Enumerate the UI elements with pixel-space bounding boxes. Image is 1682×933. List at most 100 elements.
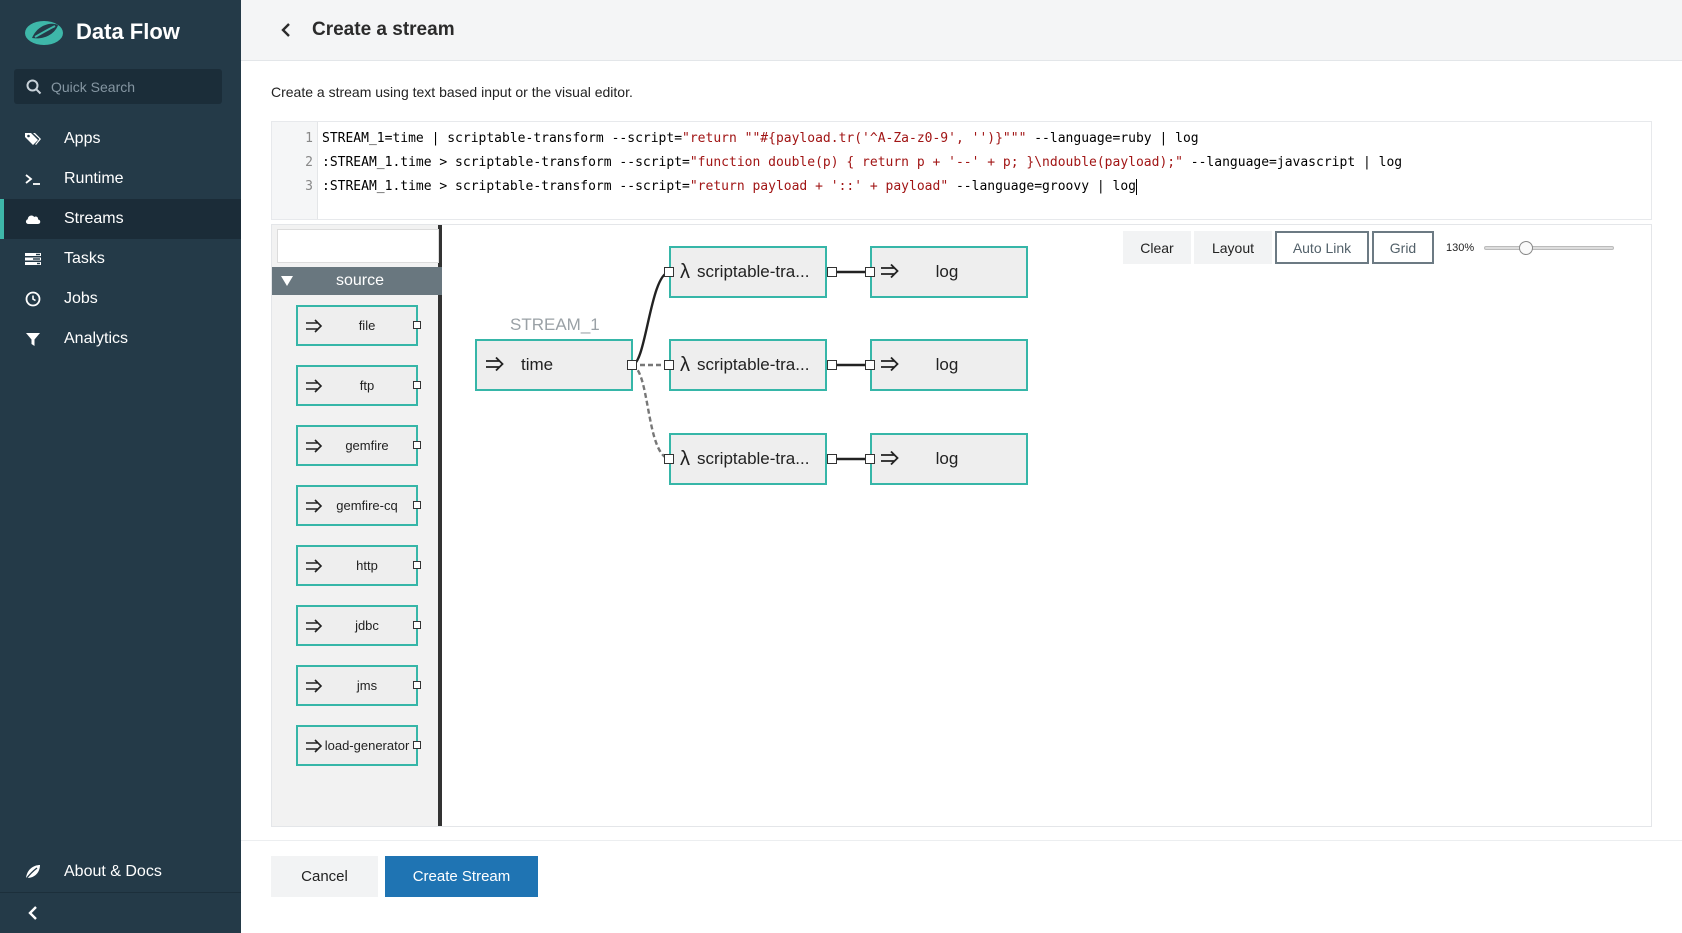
source-arrow-icon: [306, 319, 323, 333]
layout-button[interactable]: Layout: [1194, 231, 1272, 264]
output-port: [413, 681, 421, 689]
code-line: STREAM_1=time | scriptable-transform --s…: [322, 127, 1647, 151]
link-source-processor-1: [631, 270, 670, 367]
sidebar-item-jobs[interactable]: Jobs: [0, 279, 241, 319]
code-line: :STREAM_1.time > scriptable-transform --…: [322, 175, 1647, 199]
line-number: 3: [305, 179, 313, 194]
cancel-button[interactable]: Cancel: [271, 856, 378, 897]
source-arrow-icon: [306, 619, 323, 633]
output-port[interactable]: [827, 360, 837, 370]
grid-toggle[interactable]: Grid: [1372, 231, 1434, 264]
code-area[interactable]: STREAM_1=time | scriptable-transform --s…: [322, 127, 1647, 199]
lambda-icon: λ: [680, 261, 690, 283]
source-arrow-icon: [306, 559, 323, 573]
sidebar-item-analytics[interactable]: Analytics: [0, 319, 241, 359]
source-arrow-icon: [306, 379, 323, 393]
sidebar-item-label: Streams: [64, 210, 124, 227]
zoom-slider-thumb[interactable]: [1519, 240, 1533, 255]
processor-node[interactable]: λ scriptable-tra...: [669, 246, 827, 298]
node-label: log: [935, 449, 959, 468]
sidebar-item-about-docs[interactable]: About & Docs: [0, 852, 241, 892]
source-node-time[interactable]: time: [475, 339, 633, 391]
code-token: --language=javascript | log: [1182, 155, 1403, 170]
dsl-editor[interactable]: 1 2 3 STREAM_1=time | scriptable-transfo…: [271, 121, 1652, 220]
palette-item[interactable]: ftp: [296, 365, 421, 406]
palette-item[interactable]: jdbc: [296, 605, 421, 646]
palette-item[interactable]: gemfire-cq: [296, 485, 421, 526]
line-number-gutter: 1 2 3: [272, 122, 318, 219]
clear-button[interactable]: Clear: [1123, 231, 1191, 264]
sidebar-item-runtime[interactable]: Runtime: [0, 159, 241, 199]
cloud-icon: [25, 215, 41, 224]
source-arrow-icon: [306, 739, 323, 753]
line-number: 1: [305, 131, 313, 146]
processor-node[interactable]: λ scriptable-tra...: [669, 339, 827, 391]
zoom-slider[interactable]: [1484, 240, 1614, 255]
text-cursor: [1135, 178, 1137, 195]
output-port: [413, 501, 421, 509]
sidebar: Data Flow Apps: [0, 0, 241, 933]
output-port: [413, 561, 421, 569]
input-port[interactable]: [664, 454, 674, 464]
input-port[interactable]: [865, 267, 875, 277]
palette-group-header[interactable]: source: [272, 267, 442, 295]
output-port[interactable]: [827, 267, 837, 277]
collapse-sidebar-button[interactable]: [0, 892, 241, 933]
sidebar-item-label: Analytics: [64, 330, 129, 347]
sink-arrow-icon: [881, 356, 899, 372]
stream-name-label: STREAM_1: [510, 315, 600, 334]
visual-editor: source file ftp gemfire: [271, 224, 1652, 827]
clock-icon: [25, 291, 41, 307]
palette-item[interactable]: jms: [296, 665, 421, 706]
sink-node-log[interactable]: log: [870, 246, 1028, 298]
palette-item-label: http: [356, 558, 378, 573]
sidebar-item-label: Runtime: [64, 170, 124, 187]
output-port[interactable]: [627, 360, 637, 370]
processor-node[interactable]: λ scriptable-tra...: [669, 433, 827, 485]
auto-link-toggle[interactable]: Auto Link: [1275, 231, 1369, 264]
sidebar-item-apps[interactable]: Apps: [0, 119, 241, 159]
palette-item-label: gemfire: [345, 438, 389, 453]
app-title: Data Flow: [76, 19, 180, 44]
palette-item[interactable]: http: [296, 545, 421, 586]
app-palette: source file ftp gemfire: [272, 225, 442, 826]
output-port: [413, 741, 421, 749]
back-button[interactable]: [272, 16, 300, 44]
output-port: [413, 381, 421, 389]
palette-item[interactable]: load-generator: [296, 725, 421, 766]
sink-node-log[interactable]: log: [870, 433, 1028, 485]
palette-item[interactable]: file: [296, 305, 421, 346]
code-string-token: "return payload + '::' + payload": [689, 179, 949, 194]
palette-item-label: load-generator: [324, 738, 410, 753]
source-arrow-icon: [486, 356, 504, 372]
source-arrow-icon: [306, 679, 323, 693]
quick-search[interactable]: [14, 69, 222, 104]
palette-item[interactable]: gemfire: [296, 425, 421, 466]
tasks-icon: [25, 253, 41, 265]
input-port[interactable]: [865, 360, 875, 370]
input-port[interactable]: [664, 360, 674, 370]
palette-group-label: source: [335, 272, 385, 289]
canvas-toolbar: Clear Layout Auto Link Grid: [1123, 231, 1437, 264]
palette-item-label: jdbc: [355, 618, 379, 633]
create-stream-button[interactable]: Create Stream: [385, 856, 538, 897]
search-icon: [26, 79, 42, 94]
source-arrow-icon: [306, 439, 323, 453]
output-port[interactable]: [827, 454, 837, 464]
input-port[interactable]: [664, 267, 674, 277]
code-line: :STREAM_1.time > scriptable-transform --…: [322, 151, 1647, 175]
sink-node-log[interactable]: log: [870, 339, 1028, 391]
quick-search-input[interactable]: [51, 78, 211, 95]
leaf-icon: [25, 865, 40, 880]
sidebar-item-streams[interactable]: Streams: [0, 199, 241, 239]
graph-canvas[interactable]: STREAM_1 time λ scriptable-tra... λ scri…: [446, 225, 1651, 826]
brand[interactable]: Data Flow: [22, 14, 180, 50]
palette-filter-input[interactable]: [277, 229, 439, 263]
page-header: Create a stream: [241, 0, 1682, 61]
node-label: scriptable-tra...: [697, 262, 810, 281]
input-port[interactable]: [865, 454, 875, 464]
sidebar-item-tasks[interactable]: Tasks: [0, 239, 241, 279]
sidebar-item-label: About & Docs: [64, 863, 162, 880]
output-port: [413, 321, 421, 329]
code-token: STREAM_1=time | scriptable-transform --s…: [322, 131, 683, 146]
